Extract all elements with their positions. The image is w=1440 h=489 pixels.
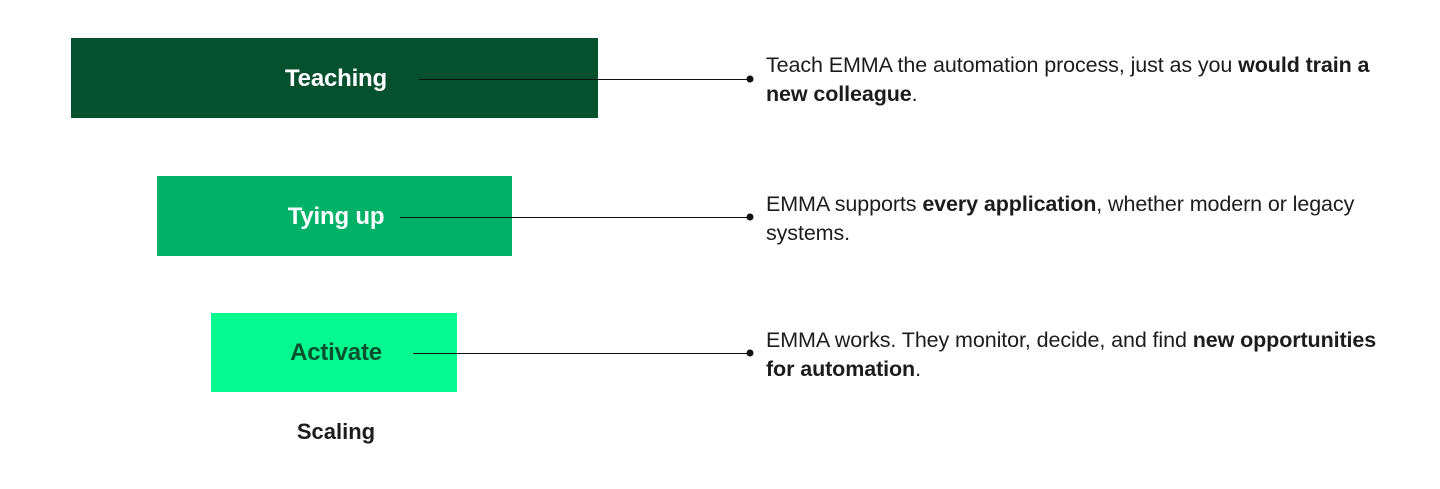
desc-1-prefix: Teach EMMA the automation process, just … [766,53,1239,77]
desc-1-bold: would train a new colleague [766,53,1370,106]
desc-1-suffix: . [911,81,918,106]
desc-2-prefix: EMMA supports [766,192,923,216]
connector-dot-3 [746,349,754,357]
step-description-activate: EMMA works. They monitor, decide, and fi… [766,326,1386,383]
desc-3-bold: new opportunities for automation [766,328,1377,381]
step-bar-teaching [71,38,598,118]
step-label-teaching: Teaching [285,65,387,92]
step-bar-activate [211,313,457,392]
step-label-tying-up: Tying up [287,203,385,230]
step-label-activate: Activate [290,339,382,366]
connector-dot-1 [746,75,754,83]
desc-3-suffix: . [915,356,921,381]
desc-3-prefix: EMMA works. They monitor, decide, and fi… [766,328,1193,352]
desc-2-suffix: , whether modern or legacy systems. [766,192,1355,245]
connector-line-2 [400,217,750,218]
desc-2-bold: every application [922,192,1097,216]
step-description-tying-up: EMMA supports every application, whether… [766,190,1386,247]
connector-line-3 [413,353,750,354]
step-description-teaching: Teach EMMA the automation process, just … [766,51,1386,108]
step-bar-tying-up [157,176,512,256]
connector-dot-2 [746,213,754,221]
scaling-caption: Scaling [296,419,376,444]
connector-line-1 [419,79,750,80]
